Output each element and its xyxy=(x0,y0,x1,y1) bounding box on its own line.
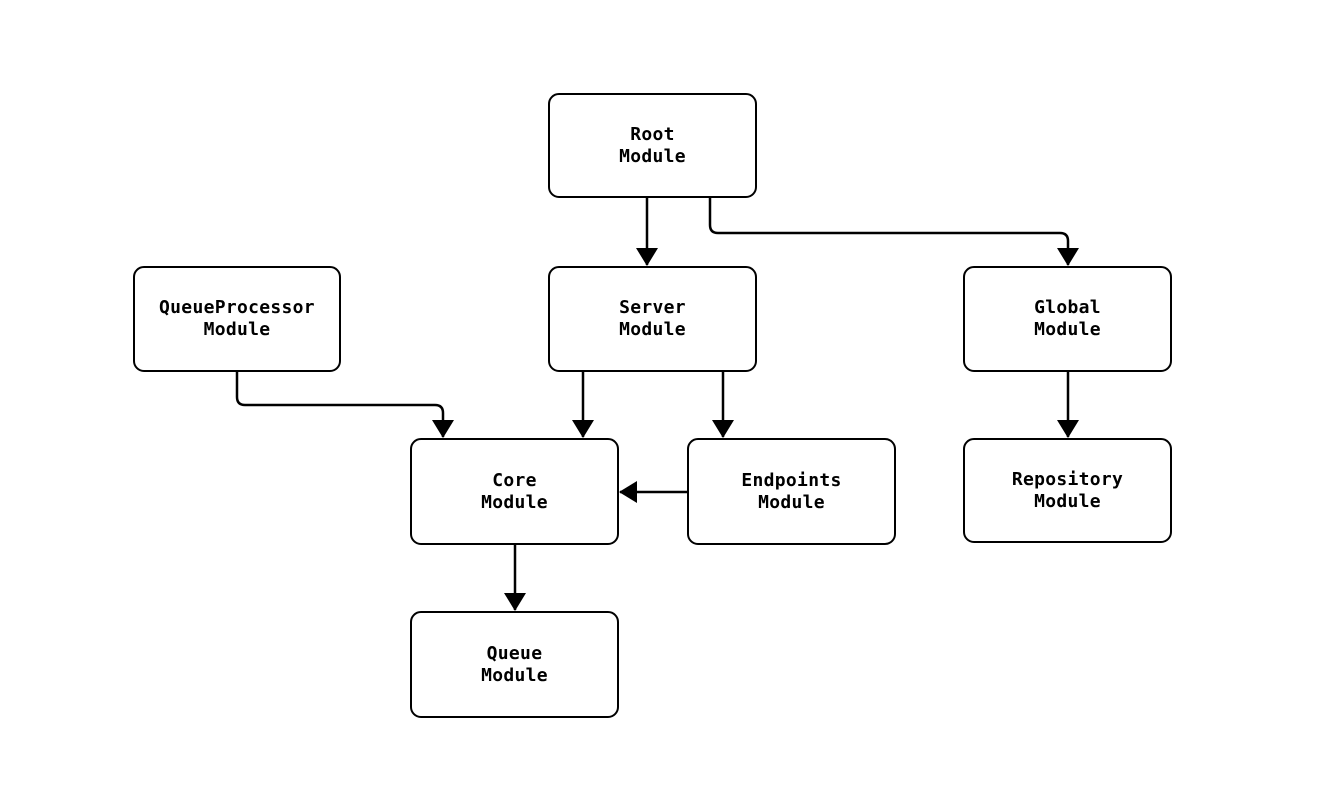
node-core-module-label: Core Module xyxy=(481,469,548,513)
node-server-module: Server Module xyxy=(548,266,757,372)
edge-root-to-global xyxy=(708,198,1079,266)
node-root-module: Root Module xyxy=(548,93,757,198)
node-endpoints-module: Endpoints Module xyxy=(687,438,896,545)
node-server-module-label: Server Module xyxy=(619,297,686,340)
node-global-module: Global Module xyxy=(963,266,1172,372)
node-global-module-label: Global Module xyxy=(1034,297,1101,340)
node-queue-module-label: Queue Module xyxy=(481,642,548,686)
node-repository-module: Repository Module xyxy=(963,438,1172,543)
edge-queueprocessor-to-core xyxy=(235,372,454,438)
node-root-module-label: Root Module xyxy=(619,123,686,167)
node-queueprocessor-module: QueueProcessor Module xyxy=(133,266,341,372)
node-queue-module: Queue Module xyxy=(410,611,619,718)
node-repository-module-label: Repository Module xyxy=(1011,468,1124,512)
node-core-module: Core Module xyxy=(410,438,619,545)
node-queueprocessor-module-label: QueueProcessor Module xyxy=(159,297,315,340)
node-endpoints-module-label: Endpoints Module xyxy=(741,469,842,513)
